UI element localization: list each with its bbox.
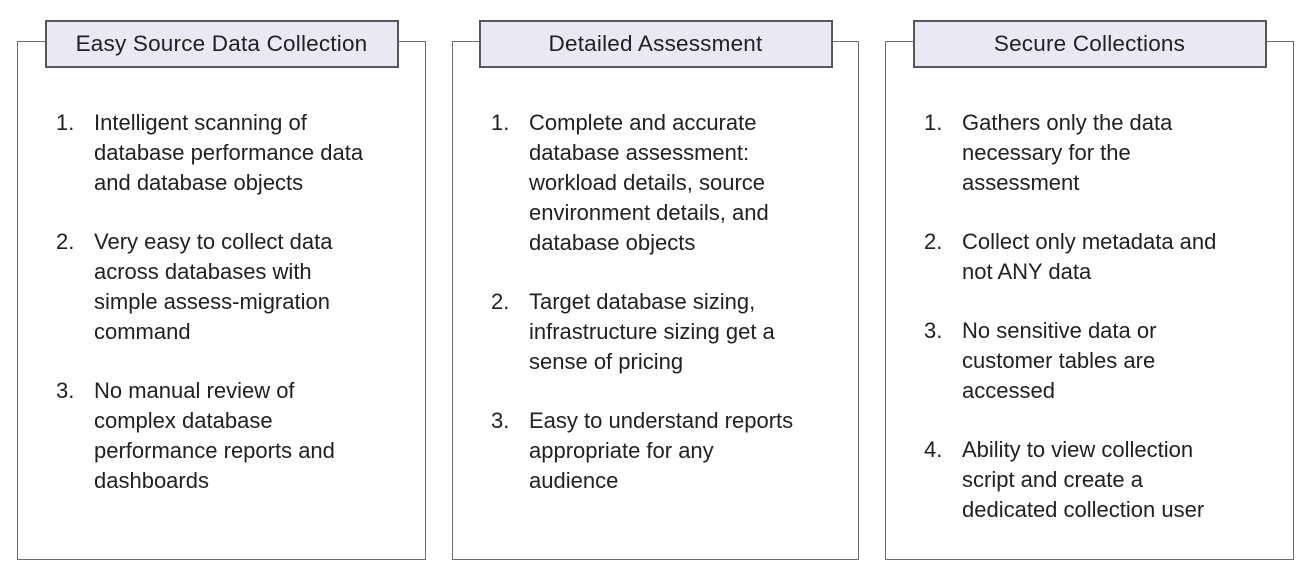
list-item: 1. Complete and accurate database assess… bbox=[491, 108, 858, 258]
list-item: 2. Target database sizing, infrastructur… bbox=[491, 287, 858, 377]
list-item-text: Very easy to collect data across databas… bbox=[94, 229, 333, 344]
panel-title-box: Detailed Assessment bbox=[478, 20, 833, 68]
list-item-text: Complete and accurate database assessmen… bbox=[529, 110, 769, 255]
list-item-text: No manual review of complex database per… bbox=[94, 378, 335, 493]
list-item-number: 1. bbox=[56, 110, 75, 135]
panel-easy-source-data-collection: Easy Source Data Collection 1. Intellige… bbox=[17, 20, 426, 560]
panel-title: Easy Source Data Collection bbox=[75, 31, 368, 56]
list-item-number: 3. bbox=[491, 408, 510, 433]
list-item-number: 3. bbox=[924, 318, 943, 343]
list-item: 3. No manual review of complex database … bbox=[56, 376, 425, 496]
list-item: 1. Intelligent scanning of database perf… bbox=[56, 108, 425, 198]
panel-title-box: Easy Source Data Collection bbox=[44, 20, 399, 68]
list-item-number: 2. bbox=[491, 289, 510, 314]
list-item-text: Ability to view collection script and cr… bbox=[962, 437, 1205, 522]
panel-detailed-assessment: Detailed Assessment 1. Complete and accu… bbox=[452, 20, 859, 560]
panel-title-box: Secure Collections bbox=[912, 20, 1267, 68]
list-item: 3. Easy to understand reports appropriat… bbox=[491, 406, 858, 496]
list-item-number: 4. bbox=[924, 437, 943, 462]
panel-body: 1. Complete and accurate database assess… bbox=[453, 42, 858, 496]
list-item: 2. Very easy to collect data across data… bbox=[56, 227, 425, 347]
panel-secure-collections: Secure Collections 1. Gathers only the d… bbox=[885, 20, 1294, 560]
list-item-text: Easy to understand reports appropriate f… bbox=[529, 408, 794, 493]
list-item-number: 3. bbox=[56, 378, 75, 403]
list-item-number: 2. bbox=[924, 229, 943, 254]
list-item-text: Gathers only the data necessary for the … bbox=[962, 110, 1173, 195]
list-item: 3. No sensitive data or customer tables … bbox=[924, 316, 1293, 406]
panel-body: 1. Gathers only the data necessary for t… bbox=[886, 42, 1293, 525]
list-item-text: Target database sizing, infrastructure s… bbox=[529, 289, 775, 374]
list-item-number: 1. bbox=[491, 110, 510, 135]
list-item-text: No sensitive data or customer tables are… bbox=[962, 318, 1157, 403]
panel-title: Detailed Assessment bbox=[548, 31, 763, 56]
list-item-text: Intelligent scanning of database perform… bbox=[94, 110, 364, 195]
panel-body: 1. Intelligent scanning of database perf… bbox=[18, 42, 425, 496]
list-item: 1. Gathers only the data necessary for t… bbox=[924, 108, 1293, 198]
list-item-number: 1. bbox=[924, 110, 943, 135]
list-item-number: 2. bbox=[56, 229, 75, 254]
list-item: 4. Ability to view collection script and… bbox=[924, 435, 1293, 525]
list-item: 2. Collect only metadata and not ANY dat… bbox=[924, 227, 1293, 287]
panel-title: Secure Collections bbox=[993, 31, 1186, 56]
list-item-text: Collect only metadata and not ANY data bbox=[962, 229, 1217, 284]
